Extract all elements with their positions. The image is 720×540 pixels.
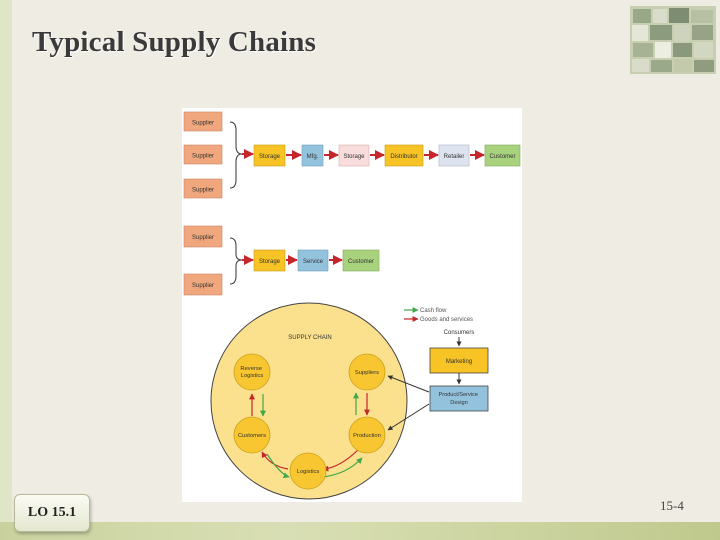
chain1-distributor-box [384,144,424,167]
node-logistics [289,452,327,490]
chain-1: Supplier Supplier Supplier Storage Mfg. … [183,111,521,199]
chain2-storage-label: Storage [259,259,281,265]
chain1-supplier-box [183,111,223,132]
chain2-customer-box [342,249,380,272]
label-line-2: Logistics [241,373,264,379]
slide-title: Typical Supply Chains [32,26,317,58]
chain2-storage-box [253,249,286,272]
left-stripe [0,0,12,540]
design-to-suppliers-arrow [387,375,430,393]
chain1-storage-label: Storage [259,154,281,160]
chain1-supplier-box [183,144,223,165]
node-suppliers [348,353,386,391]
bottom-band [0,522,720,540]
legend-goods-label: Goods and services [420,317,473,323]
node-customers [233,416,271,454]
product-design-line: Product/Service [438,392,477,398]
chain2-brace [229,237,243,285]
node-suppliers-label: Suppliers [355,370,379,376]
cash-arrow [266,453,290,479]
chain2-supplier-box [183,273,223,296]
supply-chain-diagram: Supplier Supplier Supplier Storage Mfg. … [183,111,521,500]
node-production-label: Production [353,433,381,439]
chain1-supplier-label: Supplier [192,121,214,127]
consumers-label: Consumers [444,330,475,336]
design-to-production-arrow [387,403,430,431]
supply-chain-cycle: SUPPLY CHAIN Reverse Logistics Suppliers… [210,302,408,500]
chain1-customer-box [484,144,521,167]
node-reverse-logistics [233,353,271,391]
chain1-retailer-label: Retailer [444,154,465,160]
cash-arrow [322,457,363,478]
node-reverse-logistics-label: Reverse Logistics [240,366,263,379]
chain1-storage-box [253,144,286,167]
chain1-supplier-box [183,178,223,199]
chain2-supplier-label: Supplier [192,235,214,241]
product-design-box [429,385,489,412]
marketing-box [429,347,489,374]
node-customers-label: Customers [238,433,266,439]
chain1-mfg-box [301,144,324,167]
chain2-service-label: Service [303,259,324,265]
chain1-storage2-label: Storage [343,154,365,160]
chain2-supplier-box [183,225,223,248]
cycle-arrow [261,451,289,470]
chain1-mfg-label: Mfg. [307,154,319,160]
chain2-service-box [297,249,329,272]
photo-mosaic-icon [630,6,716,74]
legend-cash-flow-label: Cash flow [420,308,447,314]
chain2-supplier-label: Supplier [192,283,214,289]
node-logistics-label: Logistics [297,469,320,475]
marketing-label: Marketing [446,359,472,365]
page-number: 15-4 [660,498,684,513]
chain1-storage2-box [338,144,370,167]
legend: Cash flow Goods and services [404,307,473,323]
lo-badge: LO 15.1 [14,494,90,532]
product-design-label: Product/Service Design [438,392,479,406]
chain1-customer-label: Customer [489,154,515,160]
side-chain: Consumers Marketing Product/Service Desi… [387,330,489,431]
supply-chain-title: SUPPLY CHAIN [288,335,331,341]
chain1-distributor-label: Distributor [390,154,417,160]
chain1-supplier-label: Supplier [192,154,214,160]
chain-2: Supplier Supplier Storage Service Custom… [183,225,380,296]
node-production [348,416,386,454]
supply-chain-figure: Supplier Supplier Supplier Storage Mfg. … [182,108,522,502]
chain1-supplier-label: Supplier [192,188,214,194]
node-reverse-logistics-line: Reverse [240,366,262,372]
chain1-retailer-box [438,144,470,167]
chain1-brace [229,121,243,189]
label-line-2: Design [450,400,467,406]
chain2-customer-label: Customer [348,259,374,265]
